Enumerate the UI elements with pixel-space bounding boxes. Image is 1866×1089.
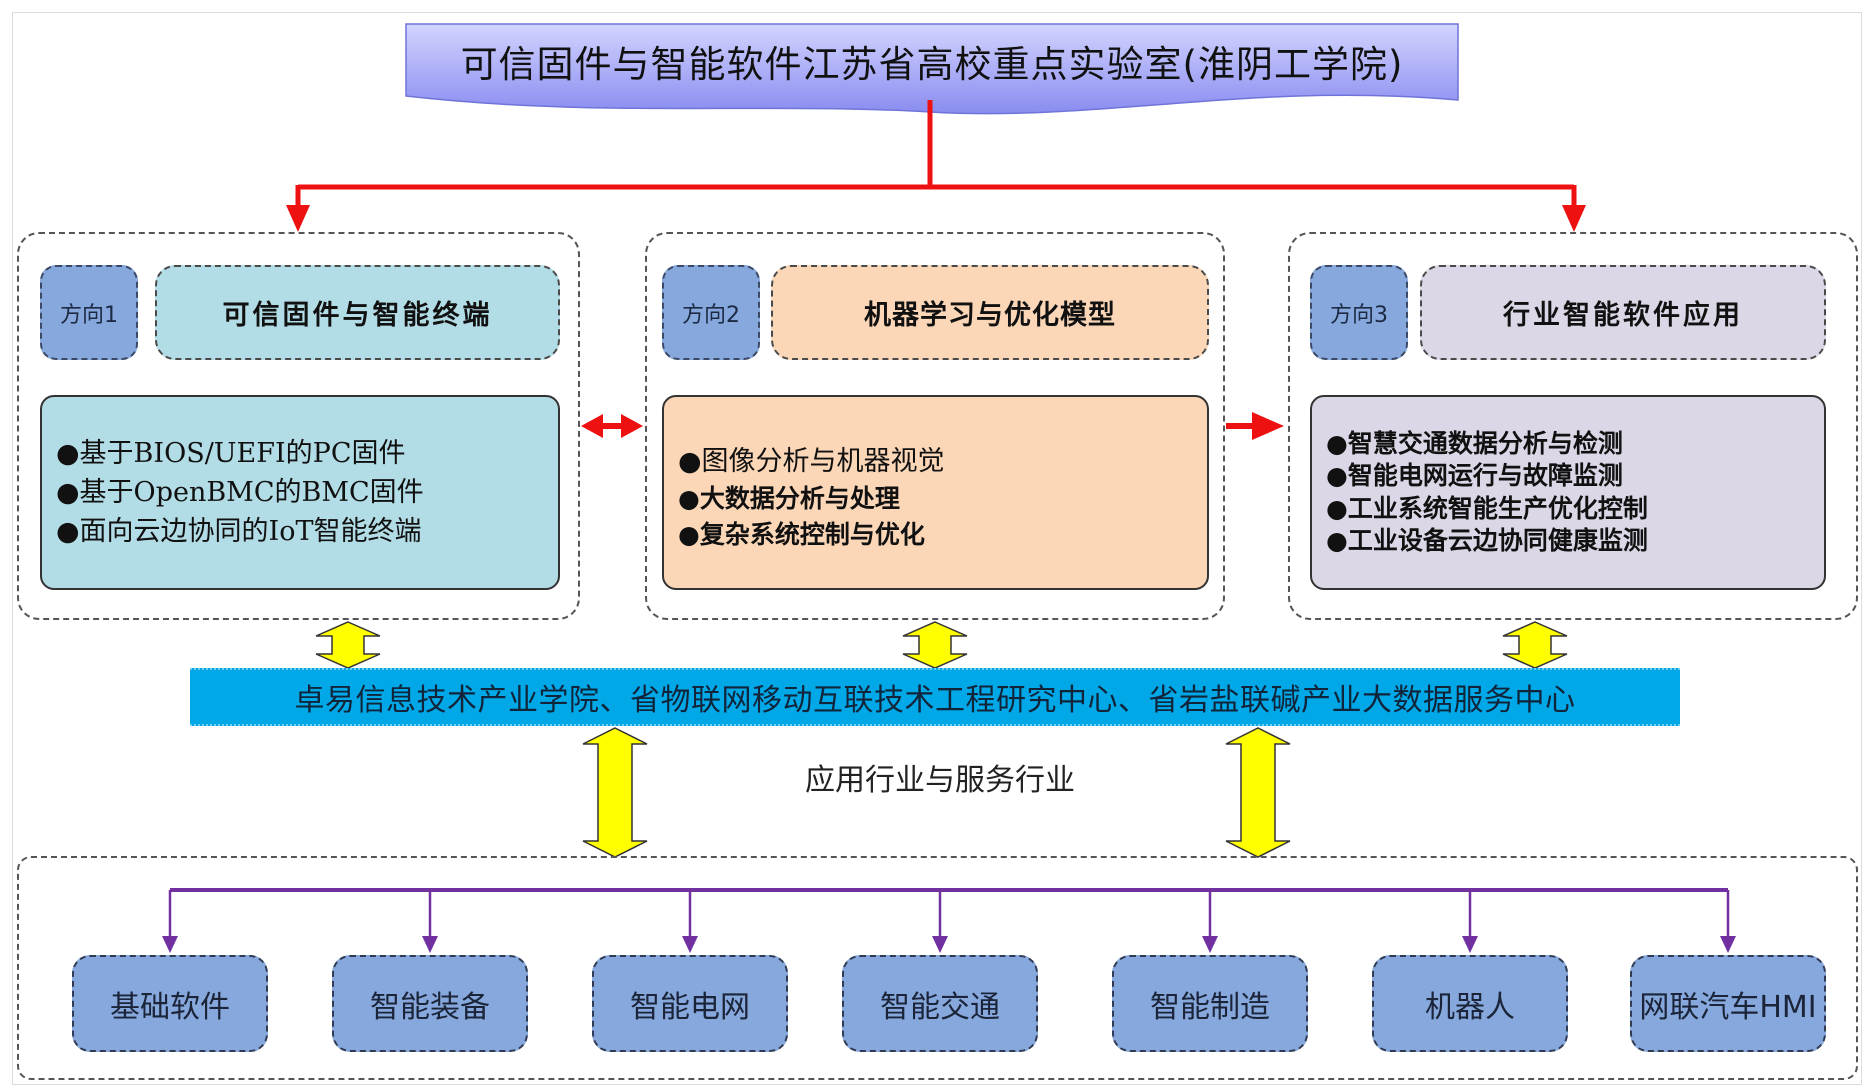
direction-3-header: 行业智能软件应用 <box>1420 265 1826 360</box>
industry-box: 智能装备 <box>332 955 528 1052</box>
industry-label: 基础软件 <box>110 989 230 1025</box>
yellow-double-arrow <box>1502 621 1568 669</box>
direction-2-item: ●大数据分析与处理 <box>678 483 900 513</box>
direction-1-item: ●面向云边协同的IoT智能终端 <box>56 516 422 548</box>
yellow-double-arrow-large <box>1225 727 1291 858</box>
direction-1-tag: 方向1 <box>40 265 138 360</box>
direction-1-content: ●基于BIOS/UEFI的PC固件 ●基于OpenBMC的BMC固件 ●面向云边… <box>40 395 560 590</box>
industry-label: 智能交通 <box>880 989 1000 1025</box>
direction-1-container <box>17 232 580 620</box>
direction-3-item: ●工业系统智能生产优化控制 <box>1326 493 1648 523</box>
industry-label: 智能制造 <box>1150 989 1270 1025</box>
red-arrowhead-right <box>1562 205 1586 232</box>
direction-1-item: ●基于BIOS/UEFI的PC固件 <box>56 437 406 469</box>
page-title: 可信固件与智能软件江苏省高校重点实验室(淮阴工学院) <box>460 43 1404 86</box>
diagram-frame <box>12 12 1862 1085</box>
service-label: 应用行业与服务行业 <box>805 763 1075 798</box>
direction-3-item: ●工业设备云边协同健康监测 <box>1326 526 1648 555</box>
industry-label: 智能电网 <box>630 989 750 1025</box>
red-right-arrow <box>1226 412 1284 440</box>
purple-arrowhead <box>682 936 698 953</box>
purple-arrowhead <box>162 936 178 953</box>
industry-label: 网联汽车HMI <box>1639 989 1817 1025</box>
direction-1-header: 可信固件与智能终端 <box>155 265 560 360</box>
industry-label: 机器人 <box>1425 989 1515 1025</box>
industry-box: 智能交通 <box>842 955 1038 1052</box>
direction-2-item: ●复杂系统控制与优化 <box>678 520 925 550</box>
purple-arrowhead <box>422 936 438 953</box>
red-double-arrow <box>581 414 643 438</box>
purple-connector <box>162 888 1736 953</box>
platform-band: 卓易信息技术产业学院、省物联网移动互联技术工程研究中心、省岩盐联碱产业大数据服务… <box>190 668 1680 726</box>
purple-arrowhead <box>932 936 948 953</box>
platform-band-text: 卓易信息技术产业学院、省物联网移动互联技术工程研究中心、省岩盐联碱产业大数据服务… <box>294 683 1576 718</box>
industry-box: 基础软件 <box>72 955 268 1052</box>
industry-box: 网联汽车HMI <box>1630 955 1826 1052</box>
red-arrowhead-left <box>286 205 310 232</box>
direction-2-container <box>645 232 1225 620</box>
industry-label: 智能装备 <box>370 989 490 1025</box>
direction-3-item: ●智能电网运行与故障监测 <box>1326 461 1623 490</box>
red-connector <box>295 100 1577 212</box>
yellow-double-arrow <box>315 621 381 669</box>
industries-container <box>17 856 1858 1080</box>
direction-2-item: ●图像分析与机器视觉 <box>678 445 945 477</box>
direction-2-header: 机器学习与优化模型 <box>771 265 1209 360</box>
direction-3-tag: 方向3 <box>1310 265 1408 360</box>
yellow-double-arrow-large <box>582 727 648 858</box>
yellow-double-arrow <box>902 621 968 669</box>
title-banner: 可信固件与智能软件江苏省高校重点实验室(淮阴工学院) <box>406 24 1458 110</box>
direction-1-item: ●基于OpenBMC的BMC固件 <box>56 476 424 508</box>
purple-arrowhead <box>1720 936 1736 953</box>
purple-arrowhead <box>1462 936 1478 953</box>
purple-arrowhead <box>1202 936 1218 953</box>
direction-2-tag: 方向2 <box>662 265 760 360</box>
industry-box: 智能制造 <box>1112 955 1308 1052</box>
direction-3-item: ●智慧交通数据分析与检测 <box>1326 428 1623 458</box>
direction-3-content: ●智慧交通数据分析与检测 ●智能电网运行与故障监测 ●工业系统智能生产优化控制 … <box>1310 395 1826 590</box>
direction-3-container <box>1288 232 1858 620</box>
industry-box: 机器人 <box>1372 955 1568 1052</box>
industry-box: 智能电网 <box>592 955 788 1052</box>
direction-2-content: ●图像分析与机器视觉 ●大数据分析与处理 ●复杂系统控制与优化 <box>662 395 1209 590</box>
